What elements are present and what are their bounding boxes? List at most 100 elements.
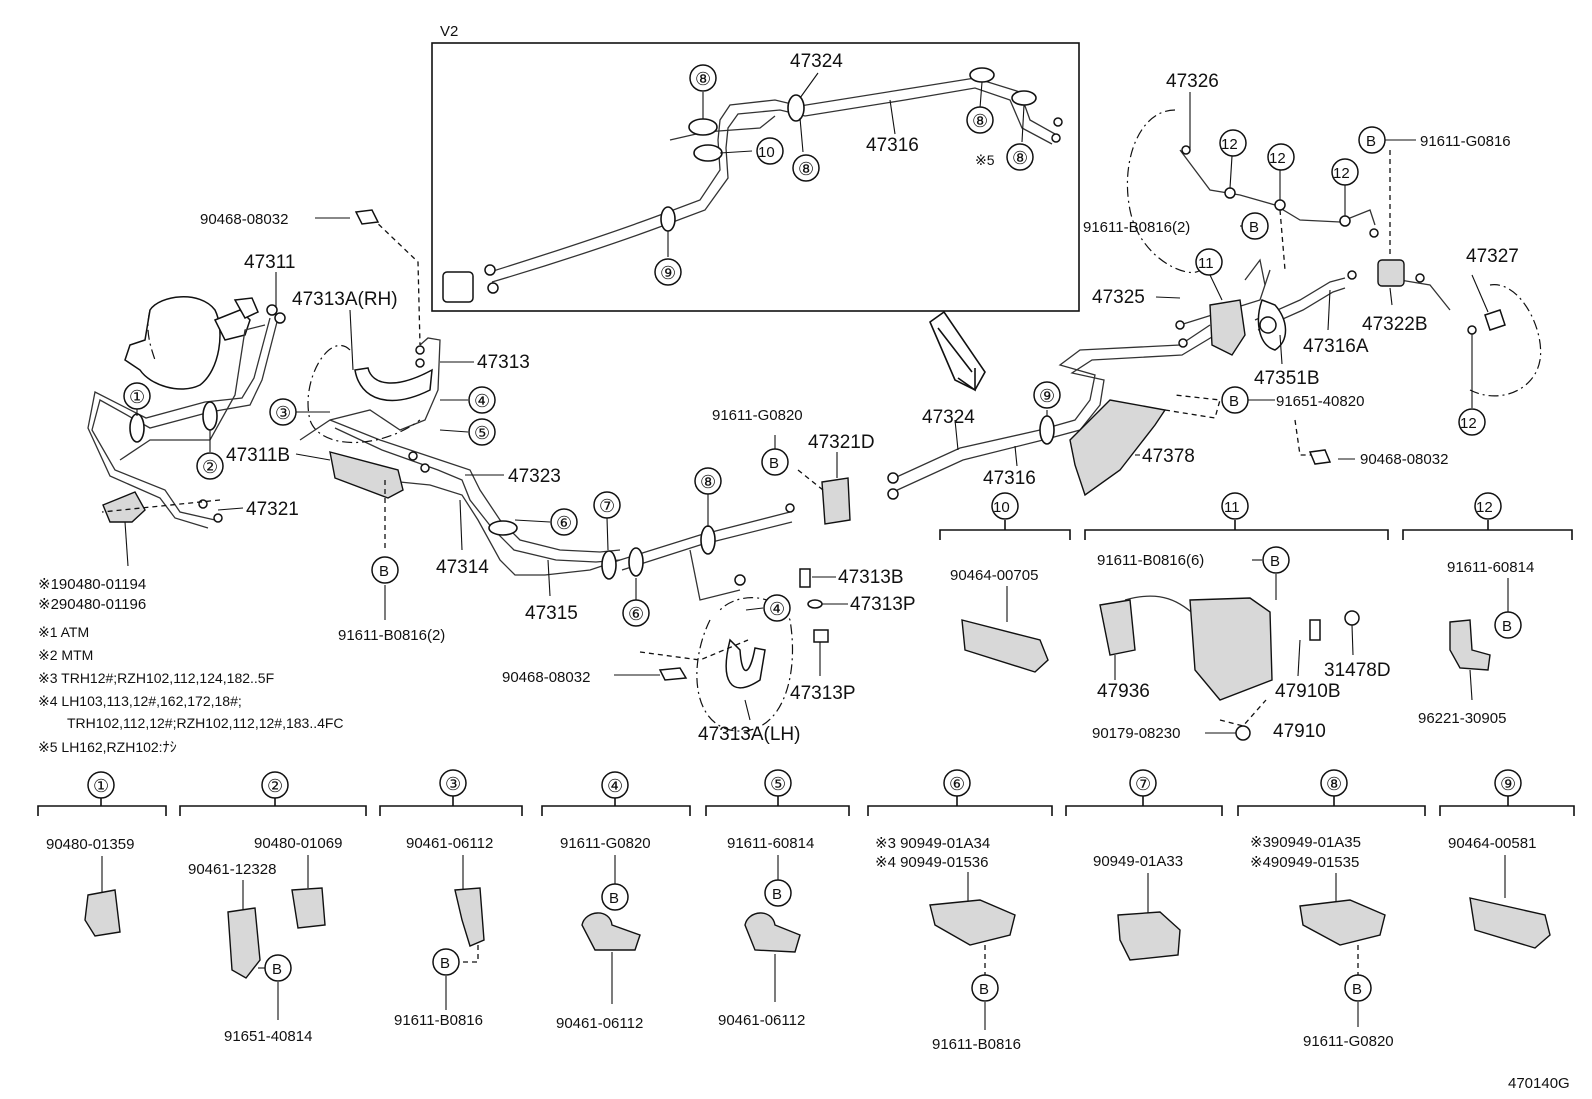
clip-96221-30905 [1449,619,1491,671]
label-47321D: 47321D [808,432,875,453]
label-47313B: 47313B [838,567,904,588]
svg-text:⑤: ⑤ [474,423,490,443]
svg-text:B: B [440,955,450,972]
section-11: 11 91611-B0816(6) B 47936 31478D 47910B … [1084,492,1391,742]
v2-label: V2 [440,23,458,40]
callout-B-main-b: B [761,448,789,476]
inset-pointer-arrowhead [929,310,986,392]
main-leaders [124,217,848,721]
label-c4-91611: 91611-G0820 [560,835,651,852]
note-5: ※5 LH162,RZH102:ﾅｼ [38,739,177,755]
svg-text:11: 11 [1224,499,1240,516]
note-4: ※4 LH103,113,12#,162,172,18#; [38,693,242,709]
label-47378: 47378 [1142,446,1195,467]
v2-inset: V2 47324 47316 ※5 ⑧ 10 ⑧ ⑧ ⑧ ⑨ [431,23,1080,312]
callout-9-a: ⑨ [654,258,682,286]
clip-90461-12328 [227,907,261,979]
svg-text:B: B [1249,219,1259,236]
bottom-section-9: ⑨ 90464-00581 [1439,769,1575,949]
part-47910 [1189,597,1273,701]
label-47327: 47327 [1466,246,1519,267]
right-leaders [954,92,1489,467]
label-c8-a: ※390949-01A35 [1250,834,1361,851]
svg-text:B: B [609,890,619,907]
label-s12-91611: 91611-60814 [1447,559,1534,576]
callout-4-main: ④ [468,386,496,414]
label-47316A: 47316A [1303,336,1369,357]
svg-text:④: ④ [769,599,785,619]
label-47314: 47314 [436,557,489,578]
svg-text:12: 12 [1221,136,1238,153]
label-c3-90461: 90461-06112 [406,835,493,852]
svg-text:B: B [1229,393,1239,410]
callout-B-r-a: B [1358,126,1386,154]
bracket-47378 [1069,399,1167,497]
label-47321: 47321 [246,499,299,520]
svg-text:B: B [379,563,389,580]
hose-47313A-lh [725,638,766,689]
callout-9-right: ⑨ [1033,381,1061,409]
hose-47313A-rh [354,367,433,402]
svg-text:10: 10 [993,499,1010,516]
callout-4-main-b: ④ [763,594,791,622]
diagram-code: 470140G [1508,1075,1570,1092]
callout-B-main-a: B [371,556,399,584]
clip-90949-01A34 [929,899,1016,946]
callout-8-b: ⑧ [792,154,820,182]
clip-90949-01A35 [1299,899,1386,946]
callout-12-r-a: 12 [1219,129,1247,157]
label-91611-b0816-2b: 91611-B0816(2) [1083,219,1190,236]
label-47313: 47313 [477,352,530,373]
callout-11-r: 11 [1195,248,1223,276]
right-brake-lines [887,109,1542,500]
clip-90949-01A33 [1117,911,1181,961]
label-c5-91611: 91611-60814 [727,835,814,852]
label-47316-top: 47316 [866,135,919,156]
label-90468-c: 90468-08032 [1360,451,1448,468]
svg-text:⑦: ⑦ [1135,774,1151,794]
label-s11-47910: 47910 [1273,721,1326,742]
clip-90480-01069 [291,887,326,929]
label-c6-91611: 91611-B0816 [932,1036,1021,1053]
label-47351B: 47351B [1254,368,1320,389]
label-91611-b0816-2: 91611-B0816(2) [338,627,445,644]
svg-text:⑥: ⑥ [628,604,644,624]
callout-B-r-c: B [1221,386,1249,414]
bottom-section-2: ② 90480-01069 90461-12328 B 91651-40814 [179,771,367,1045]
svg-text:12: 12 [1269,150,1286,167]
callout-1-main: ① [123,382,151,410]
svg-text:⑧: ⑧ [695,69,711,89]
label-c9-90464: 90464-00581 [1448,835,1536,852]
label-47324-mid: 47324 [922,407,975,428]
bottom-section-5: ⑤ 91611-60814 B 90461-06112 [705,769,850,1029]
svg-text:B: B [769,455,779,472]
label-c7-90949: 90949-01A33 [1093,853,1183,870]
block-47311B [329,451,404,499]
clamp-90461-06112-c [744,912,801,953]
note-2: ※2 MTM [38,647,93,663]
label-47313A-lh: 47313A(LH) [698,724,800,745]
label-47324-top: 47324 [790,51,843,72]
bracket-47321D [821,477,851,525]
clamp-90480-01359 [84,889,121,937]
label-47322B: 47322B [1362,314,1428,335]
svg-text:⑧: ⑧ [700,472,716,492]
label-90468-a: 90468-08032 [200,211,288,228]
label-91611-g0820: 91611-G0820 [712,407,803,424]
callout-3-main: ③ [269,398,297,426]
callout-8-main: ⑧ [694,467,722,495]
svg-text:12: 12 [1333,165,1350,182]
bracket-47321 [102,491,146,523]
section-12: 12 91611-60814 B 96221-30905 [1402,492,1573,727]
svg-text:⑧: ⑧ [972,111,988,131]
callout-12-r-c: 12 [1331,158,1359,186]
part-47325 [1209,299,1246,356]
label-c2-90480: 90480-01069 [254,835,342,852]
svg-text:①: ① [93,776,109,796]
label-47313P-a: 47313P [850,594,916,615]
master-cylinder-booster [124,296,221,390]
label-s11-47936: 47936 [1097,681,1150,702]
svg-text:④: ④ [607,776,623,796]
label-c3-91611: 91611-B0816 [394,1012,483,1029]
